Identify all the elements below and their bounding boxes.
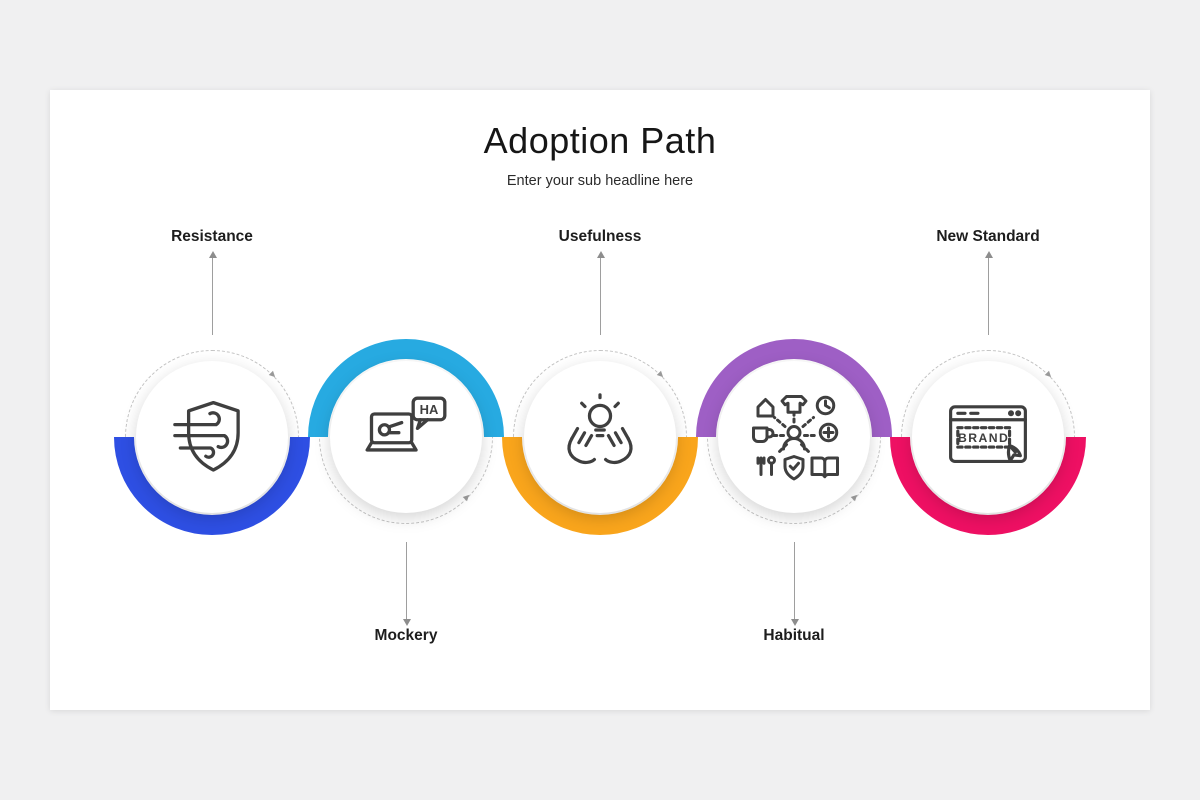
- step-icon-circle: [718, 361, 870, 513]
- step-icon-circle: HA: [330, 361, 482, 513]
- label-arrow-up-icon: [208, 251, 217, 335]
- step-icon-circle: BRAND: [912, 361, 1064, 513]
- page-title: Adoption Path: [483, 120, 717, 161]
- label-arrow-down-icon: [402, 542, 411, 626]
- svg-text:BRAND: BRAND: [958, 431, 1009, 445]
- step-label: Resistance: [171, 228, 253, 245]
- label-arrow-up-icon: [984, 251, 993, 335]
- shield-wind-icon: [173, 400, 240, 472]
- step-label: Mockery: [374, 627, 438, 644]
- step-label: New Standard: [936, 228, 1040, 245]
- laptop-laugh-icon: HA: [365, 396, 447, 452]
- daily-habits-icon: [752, 395, 839, 481]
- step-label-mockery: Mockery: [326, 627, 486, 645]
- step-resistance: [114, 339, 310, 535]
- step-label-habitual: Habitual: [714, 627, 874, 645]
- step-habitual: [696, 339, 892, 535]
- step-usefulness: [502, 339, 698, 535]
- brand-browser-icon: BRAND: [949, 405, 1027, 464]
- label-arrow-up-icon: [596, 251, 605, 335]
- step-label: Habitual: [763, 627, 825, 644]
- step-label-new-standard: New Standard: [908, 228, 1068, 246]
- step-icon-circle: [524, 361, 676, 513]
- label-arrow-down-icon: [790, 542, 799, 626]
- step-label-resistance: Resistance: [132, 228, 292, 246]
- hands-bulb-icon: [567, 393, 633, 465]
- step-new-standard: BRAND: [890, 339, 1086, 535]
- slide-canvas: Adoption Path Enter your sub headline he…: [50, 90, 1150, 710]
- step-label: Usefulness: [558, 228, 642, 245]
- step-mockery: HA: [308, 339, 504, 535]
- svg-text:HA: HA: [420, 402, 439, 417]
- step-icon-circle: [136, 361, 288, 513]
- page-subtitle: Enter your sub headline here: [506, 173, 694, 189]
- step-label-usefulness: Usefulness: [520, 228, 680, 246]
